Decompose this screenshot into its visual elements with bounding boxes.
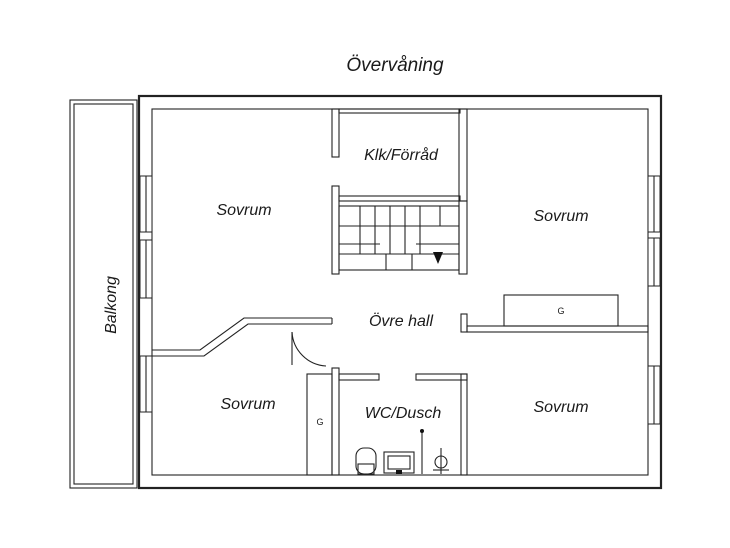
windows-right	[647, 175, 661, 425]
room-label-bedroom-bottom-right: Sovrum	[533, 399, 588, 416]
toilet-icon	[355, 447, 377, 475]
wardrobe-right: G	[503, 294, 619, 327]
room-label-upper-hall: Övre hall	[369, 312, 433, 330]
interior-walls	[152, 108, 649, 476]
wardrobe-left: G	[306, 373, 333, 476]
room-label-bedroom-bottom-left: Sovrum	[220, 396, 275, 413]
sink-icon	[383, 451, 415, 474]
windows-left	[139, 175, 153, 413]
room-label-storage: Klk/Förråd	[364, 146, 439, 164]
wc-fixtures	[355, 429, 449, 475]
wardrobe-right-label: G	[557, 306, 564, 316]
plan-title: Övervåning	[346, 55, 444, 76]
room-label-bedroom-top-left: Sovrum	[216, 202, 271, 219]
balcony-label: Balkong	[103, 276, 120, 334]
room-label-bedroom-top-right: Sovrum	[533, 208, 588, 225]
hall-door	[291, 331, 327, 367]
room-label-wc-shower: WC/Dusch	[365, 405, 442, 422]
balcony: Balkong	[69, 99, 138, 489]
shower-icon	[420, 429, 449, 474]
wardrobe-left-label: G	[316, 417, 323, 427]
stair-arrow-icon	[433, 252, 443, 264]
staircase	[338, 205, 460, 271]
